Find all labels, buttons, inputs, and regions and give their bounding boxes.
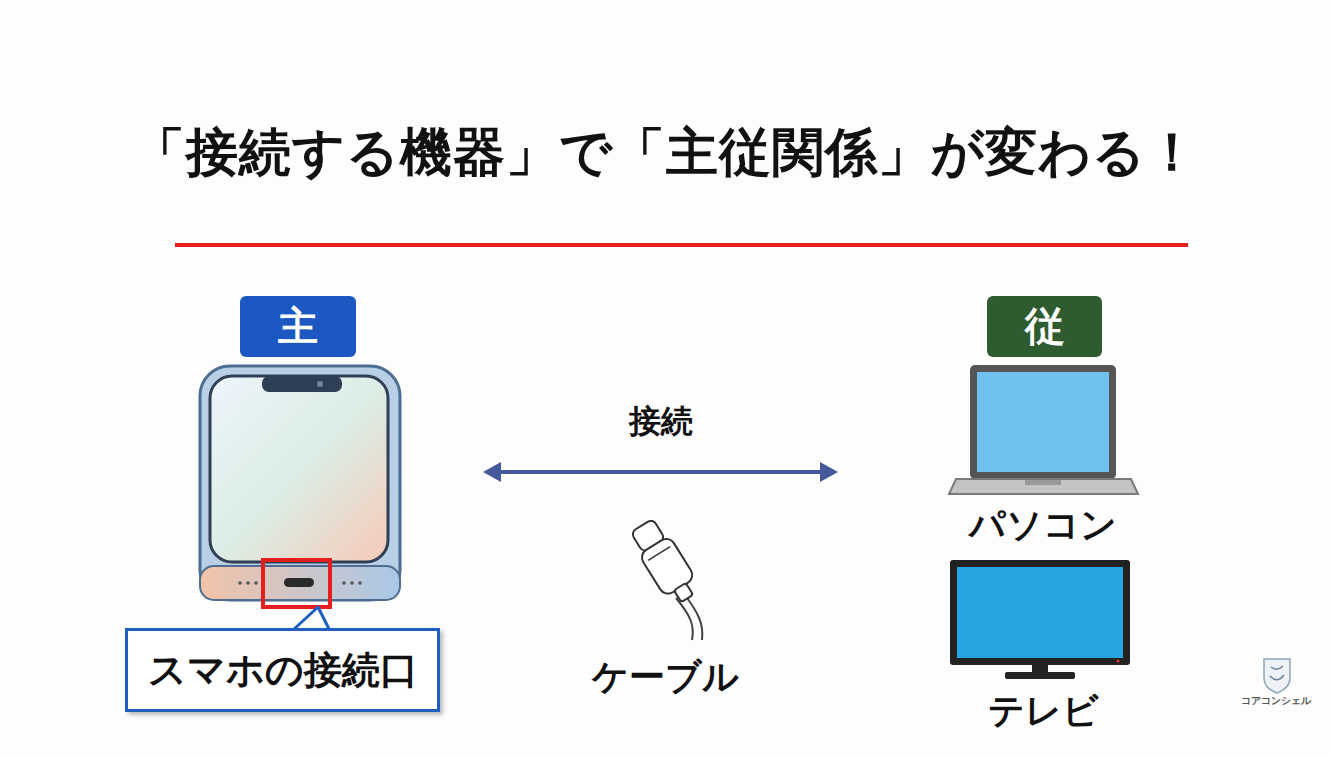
arrow-head (483, 462, 501, 482)
edge-label: 接続 (561, 402, 761, 440)
diagram-title: 「接続する機器」で「主従関係」が変わる！ (40, 118, 1291, 188)
cable-label: ケーブル (565, 656, 765, 698)
cable-illustration (626, 516, 702, 640)
slave-badge: 従 (987, 296, 1102, 357)
connector-arrow (483, 462, 838, 482)
connector-line (497, 470, 824, 474)
master-badge: 主 (240, 296, 356, 357)
callout-box: スマホの接続口 (125, 628, 440, 712)
title-underline (175, 243, 1188, 247)
logo-emblem (1264, 659, 1290, 693)
device-group: 従パソコンテレビ (838, 296, 1138, 736)
watermark: コアコンシェル (1226, 694, 1326, 708)
callout-text: スマホの接続口 (148, 645, 418, 696)
arrow-head (820, 462, 838, 482)
smartphone-illustration (200, 366, 400, 600)
device-group: 主 (195, 296, 483, 608)
port-highlight (263, 560, 330, 607)
laptop-illustration (949, 365, 1138, 494)
tv-illustration (950, 560, 1130, 679)
device-name: パソコン (943, 504, 1143, 546)
device-name: テレビ (943, 690, 1143, 732)
